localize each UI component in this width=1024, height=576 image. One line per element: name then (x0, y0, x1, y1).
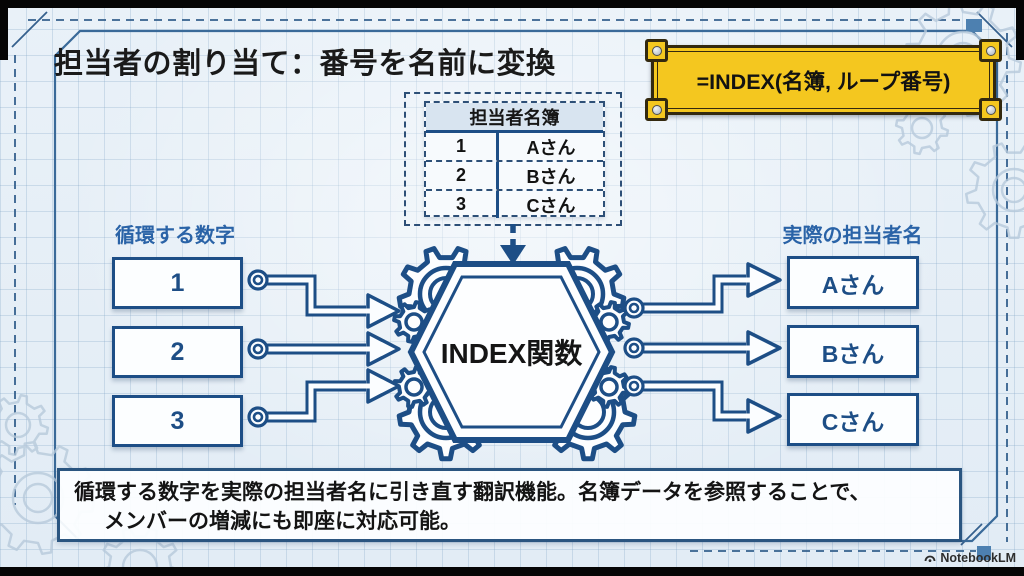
arrow-right-icon (746, 262, 782, 298)
arrow-down-icon (500, 224, 526, 265)
gear-icon (0, 393, 50, 457)
page-title: 担当者の割り当て：番号を名前に変換 (54, 48, 556, 80)
loop-number-1: 1 (170, 268, 185, 297)
corner-plate (645, 98, 668, 121)
arrow-right-icon (366, 368, 401, 404)
screw-icon (985, 104, 996, 115)
connector-right-1 (623, 262, 782, 319)
connector-left-3 (247, 368, 401, 428)
letterbox-right (1016, 0, 1024, 60)
notebooklm-logo-icon (924, 555, 936, 562)
description-box: 循環する数字を実際の担当者名に引き直す翻訳機能。名簿データを参照することで、 メ… (57, 468, 962, 542)
roster-cell-num: 2 (455, 165, 466, 185)
table-row: 3 Cさん (426, 189, 603, 218)
corner-plate (979, 39, 1002, 62)
table-row: 1 Aさん (426, 133, 603, 160)
person-name-box-2: Bさん (787, 325, 919, 378)
letterbox-top (0, 0, 1024, 8)
connector-left-1 (247, 269, 401, 329)
screw-icon (651, 104, 662, 115)
gear-icon (964, 142, 1024, 240)
roster-cell-num: 1 (455, 136, 466, 156)
watermark-text: NotebookLM (940, 551, 1016, 565)
screw-icon (651, 45, 662, 56)
watermark: NotebookLM (923, 551, 1016, 565)
screw-icon (985, 45, 996, 56)
loop-number-3: 3 (170, 406, 185, 435)
loop-number-2: 2 (170, 337, 185, 366)
formula-text: =INDEX(名簿, ループ番号) (696, 69, 951, 94)
roster-cell-name: Bさん (496, 162, 603, 189)
table-row: 2 Bさん (426, 160, 603, 189)
connector-right-3 (623, 375, 782, 434)
person-name-box-3: Cさん (787, 393, 919, 446)
person-name-1: Aさん (821, 271, 885, 298)
description-line-1: 循環する数字を実際の担当者名に引き直す翻訳機能。名簿データを参照することで、 (74, 481, 871, 504)
formula-plate: =INDEX(名簿, ループ番号) (645, 39, 1002, 121)
arrow-right-icon (366, 331, 401, 367)
left-column-label: 循環する数字 (115, 225, 235, 247)
roster-cell-num: 3 (455, 194, 466, 214)
connector-left-2 (247, 331, 401, 367)
loop-number-box-3: 3 (112, 395, 243, 447)
person-name-3: Cさん (821, 408, 885, 435)
person-name-box-1: Aさん (787, 256, 919, 309)
arrow-right-icon (746, 330, 782, 366)
roster-table: 担当者名簿 1 Aさん 2 Bさん 3 Cさん (424, 101, 605, 218)
corner-plate (645, 39, 668, 62)
hexagon-shape (407, 261, 616, 443)
letterbox-left (0, 0, 8, 60)
hexagon-label: INDEX関数 (440, 338, 583, 369)
frame-decoration (14, 19, 1008, 552)
frame-node-square-top (966, 19, 982, 32)
arrow-right-icon (746, 398, 782, 434)
roster-cell-name: Cさん (496, 191, 603, 218)
loop-number-box-2: 2 (112, 326, 243, 378)
connector-right-2 (623, 330, 782, 366)
frame-node-square-bottom (977, 546, 991, 560)
person-name-2: Bさん (821, 340, 885, 367)
corner-plate (979, 98, 1002, 121)
roster-table-header: 担当者名簿 (426, 103, 603, 133)
right-column-label: 実際の担当者名 (782, 225, 923, 247)
loop-number-box-1: 1 (112, 257, 243, 309)
letterbox-bottom (0, 567, 1024, 576)
description-line-2: メンバーの増減にも即座に対応可能。 (104, 510, 461, 533)
roster-cell-name: Aさん (496, 133, 603, 160)
